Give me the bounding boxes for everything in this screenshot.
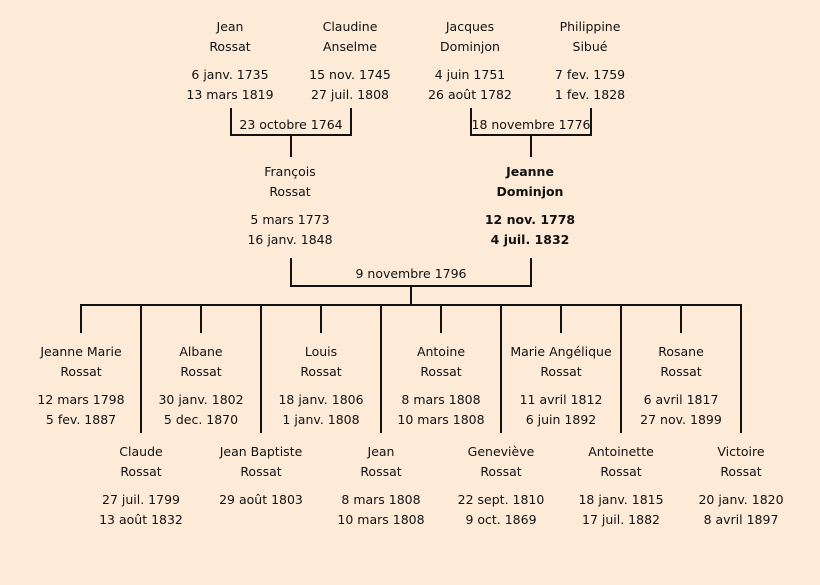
first-name: Rosane: [658, 344, 704, 359]
death-date: 27 nov. 1899: [640, 412, 722, 427]
last-name: Dominjon: [496, 184, 564, 199]
last-name: Rossat: [420, 364, 462, 379]
last-name: Rossat: [240, 464, 282, 479]
death-date: 26 août 1782: [428, 87, 512, 102]
child-connector: [200, 304, 202, 333]
first-name: Jean: [367, 444, 395, 459]
connector: [350, 108, 352, 136]
death-date: 27 juil. 1808: [311, 87, 389, 102]
birth-date: 22 sept. 1810: [457, 492, 545, 507]
first-name: Antoine: [416, 344, 466, 359]
marriage-date-maternal-grandparents: 18 novembre 1776: [471, 117, 591, 132]
child-connector: [440, 304, 442, 333]
birth-date: 4 juin 1751: [434, 67, 506, 82]
child-connector: [80, 304, 82, 333]
marriage-date-paternal-grandparents: 23 octobre 1764: [239, 117, 343, 132]
death-date: 5 dec. 1870: [163, 412, 239, 427]
death-date: 1 fev. 1828: [554, 87, 626, 102]
first-name: Marie Angélique: [510, 344, 612, 359]
death-date: 9 oct. 1869: [465, 512, 537, 527]
last-name: Rossat: [300, 364, 342, 379]
child-connector: [620, 304, 622, 433]
birth-date: 12 mars 1798: [37, 392, 125, 407]
last-name: Rossat: [60, 364, 102, 379]
birth-date: 18 janv. 1806: [278, 392, 364, 407]
first-name: Victoire: [717, 444, 765, 459]
death-date: 5 fev. 1887: [45, 412, 117, 427]
death-date: 8 avril 1897: [703, 512, 779, 527]
last-name: Rossat: [540, 364, 582, 379]
birth-date: 15 nov. 1745: [309, 67, 391, 82]
last-name: Rossat: [720, 464, 762, 479]
first-name: Geneviève: [467, 444, 535, 459]
descent-line: [530, 134, 532, 157]
last-name: Rossat: [480, 464, 522, 479]
birth-date: 6 avril 1817: [643, 392, 719, 407]
child-connector: [560, 304, 562, 333]
connector: [590, 108, 592, 136]
birth-date: 18 janv. 1815: [578, 492, 664, 507]
first-name: Jacques: [445, 19, 495, 34]
first-name: Jean Baptiste: [219, 444, 303, 459]
birth-date: 12 nov. 1778: [484, 212, 576, 227]
descent-line: [410, 285, 412, 305]
child-connector: [140, 304, 142, 433]
connector: [290, 258, 292, 286]
death-date: 4 juil. 1832: [490, 232, 570, 247]
last-name: Dominjon: [440, 39, 500, 54]
child-connector: [380, 304, 382, 433]
birth-date: 7 fev. 1759: [554, 67, 626, 82]
last-name: Rossat: [209, 39, 251, 54]
descent-line: [290, 134, 292, 157]
last-name: Rossat: [180, 364, 222, 379]
child-connector: [740, 304, 742, 433]
birth-date: 29 août 1803: [219, 492, 303, 507]
child-connector: [260, 304, 262, 433]
first-name: Jean: [216, 19, 244, 34]
death-date: 10 mars 1808: [397, 412, 485, 427]
sibling-line: [80, 304, 742, 306]
death-date: 13 mars 1819: [186, 87, 274, 102]
first-name: François: [264, 164, 316, 179]
first-name: Claude: [119, 444, 163, 459]
death-date: 6 juin 1892: [525, 412, 597, 427]
child-connector: [500, 304, 502, 433]
child-connector: [680, 304, 682, 333]
birth-date: 6 janv. 1735: [191, 67, 269, 82]
birth-date: 27 juil. 1799: [102, 492, 180, 507]
birth-date: 11 avril 1812: [519, 392, 603, 407]
death-date: 1 janv. 1808: [282, 412, 360, 427]
marriage-date-parents: 9 novembre 1796: [355, 266, 467, 281]
death-date: 13 août 1832: [99, 512, 183, 527]
connector: [530, 258, 532, 286]
first-name: Antoinette: [588, 444, 654, 459]
first-name: Philippine: [559, 19, 621, 34]
first-name: Jeanne: [506, 164, 554, 179]
first-name: Louis: [304, 344, 338, 359]
last-name: Anselme: [322, 39, 378, 54]
death-date: 16 janv. 1848: [247, 232, 333, 247]
last-name: Rossat: [600, 464, 642, 479]
connector: [470, 108, 472, 136]
last-name: Rossat: [360, 464, 402, 479]
birth-date: 30 janv. 1802: [158, 392, 244, 407]
connector: [230, 108, 232, 136]
birth-date: 20 janv. 1820: [698, 492, 784, 507]
birth-date: 8 mars 1808: [341, 492, 421, 507]
last-name: Rossat: [269, 184, 311, 199]
last-name: Sibué: [572, 39, 608, 54]
last-name: Rossat: [120, 464, 162, 479]
child-connector: [320, 304, 322, 333]
birth-date: 5 mars 1773: [250, 212, 330, 227]
first-name: Claudine: [322, 19, 378, 34]
first-name: Albane: [179, 344, 223, 359]
first-name: Jeanne Marie: [40, 344, 122, 359]
birth-date: 8 mars 1808: [401, 392, 481, 407]
death-date: 17 juil. 1882: [582, 512, 660, 527]
last-name: Rossat: [660, 364, 702, 379]
death-date: 10 mars 1808: [337, 512, 425, 527]
